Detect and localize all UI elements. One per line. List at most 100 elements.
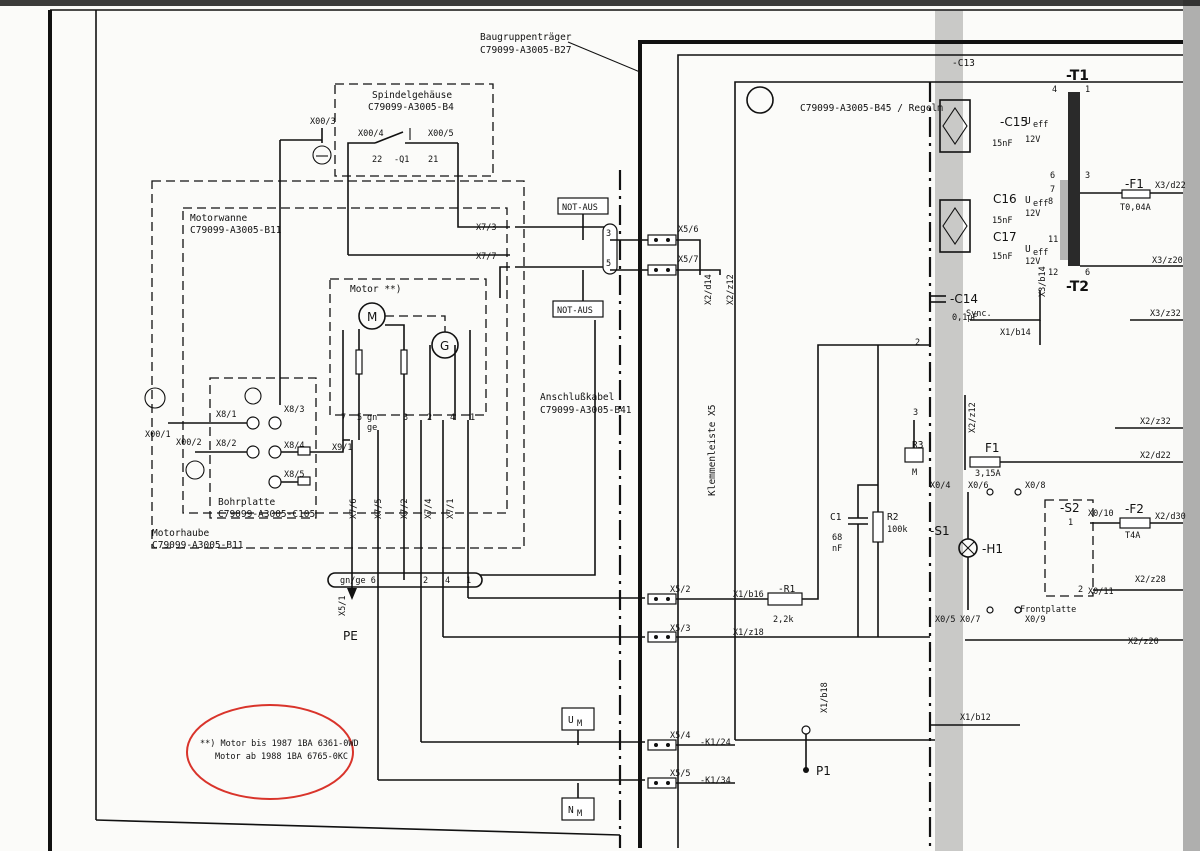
v12-label-2: 12V — [1025, 209, 1040, 219]
ground-symbol-2 — [244, 387, 262, 405]
t-pin-11: 11 — [1048, 235, 1058, 245]
wire-label-5: 5 — [357, 413, 362, 423]
board-title: C79099-A3005-B45 / Regelm — [800, 103, 943, 114]
ueff-sub-3: eff — [1033, 248, 1048, 258]
terminal-x0-7 — [986, 606, 994, 614]
ueff-sub-2: eff — [1033, 199, 1048, 209]
s2-frame — [1044, 499, 1094, 597]
motorhaube-title: Motorhaube — [152, 528, 209, 539]
f1-value: 3,15A — [975, 469, 1001, 479]
label-x3-z20: X3/z20 — [1152, 256, 1183, 266]
wire-label-7: 7 — [341, 413, 346, 423]
carrier-inner-outline — [677, 54, 1183, 848]
p1-dot — [803, 767, 809, 773]
resistor-r3 — [904, 447, 924, 463]
rectifier-2 — [939, 199, 971, 253]
field-winding-1 — [355, 349, 363, 375]
f1b-label: -F1 — [1125, 177, 1144, 191]
t-pin-4: 4 — [1052, 85, 1057, 95]
s1-label: -S1 — [930, 524, 950, 538]
c17-value: 15nF — [992, 252, 1012, 262]
not-aus-cable — [602, 223, 618, 275]
label-x7-7: X7/7 — [476, 252, 496, 262]
f1b-value: T0,04A — [1120, 203, 1151, 213]
label-x0-8: X0/8 — [1025, 481, 1045, 491]
wire-x7-3 — [457, 143, 510, 228]
terminal-x8-2 — [246, 445, 260, 459]
t-pin-8: 8 — [1048, 197, 1053, 207]
spindle-frame — [334, 83, 494, 177]
r3-label: R3 — [912, 440, 923, 451]
label-x2-d14: X2/d14 — [704, 274, 714, 305]
not-aus-box-2 — [552, 300, 604, 318]
rectifier-1 — [939, 99, 971, 153]
label-x0-7: X0/7 — [960, 615, 980, 625]
c16-label: C16 — [993, 192, 1017, 206]
label-x3-b14: X3/b14 — [1038, 266, 1048, 297]
um-sub: M — [577, 719, 582, 729]
anschluss-code: C79099-A3005-B41 — [540, 405, 632, 416]
r3-pin-2: 2 — [915, 338, 920, 348]
pe-arrow — [347, 588, 357, 600]
label-x5-7: X5/7 — [678, 255, 698, 265]
label-x1-b16: X1/b16 — [733, 590, 764, 600]
anschluss-title: Anschlußkabel — [540, 392, 614, 403]
carrier-leader — [567, 41, 641, 73]
f1-label: F1 — [985, 441, 1000, 455]
spindle-title: Spindelgehäuse — [372, 90, 452, 101]
label-x0-9: X0/9 — [1025, 615, 1045, 625]
label-x8-4: X8/4 — [284, 441, 304, 451]
not-aus-label-1: NOT-AUS — [562, 203, 598, 213]
s2-pin-1: 1 — [1068, 518, 1073, 528]
c14-value: 0,1μF — [952, 313, 978, 323]
label-x5-4: X5/4 — [670, 731, 690, 741]
terminal-x8-1 — [246, 416, 260, 430]
note-line-1: **) Motor bis 1987 1BA 6361-0WD — [200, 739, 359, 749]
label-x5-6: X5/6 — [678, 225, 698, 235]
s2-label: -S2 — [1060, 501, 1080, 515]
label-x2-z28: X2/z28 — [1135, 575, 1166, 585]
ueff-label-1: U — [1025, 116, 1031, 127]
t-pin-7: 7 — [1050, 185, 1055, 195]
label-x1-z18: X1/z18 — [733, 628, 764, 638]
wire-motor-7 — [342, 330, 350, 441]
carrier-code: C79099-A3005-B27 — [480, 45, 572, 56]
wire-x7-7-lead — [499, 266, 510, 298]
wire-label-gn: gn — [367, 413, 377, 423]
wire-spindle-left — [347, 142, 375, 255]
c1-label: C1 — [830, 512, 842, 523]
ueff-sub-1: eff — [1033, 120, 1048, 130]
terminal-x8-4 — [268, 445, 282, 459]
wire-c1-top — [857, 484, 878, 518]
bohrplatte-code: C79099-A3005-C105 — [218, 509, 315, 520]
wire-label-4: 4 — [450, 413, 455, 423]
label-22: 22 — [372, 155, 382, 165]
label-x3-d22: X3/d22 — [1155, 181, 1186, 191]
wire-x5-7-out — [676, 269, 721, 275]
lamp-label: -H1 — [982, 542, 1003, 556]
spindle-code: C79099-A3005-B4 — [368, 102, 454, 113]
label-x00-5: X00/5 — [428, 129, 454, 139]
s2-pin-2: 2 — [1078, 585, 1083, 595]
label-bundle-4: 4 — [445, 576, 450, 586]
label-x7-1: X7/1 — [446, 499, 456, 519]
label-k1-24: -K1/24 — [700, 738, 731, 748]
c16-value: 15nF — [992, 216, 1012, 226]
fuse-f1 — [969, 456, 1001, 468]
cable-bundle — [327, 572, 483, 588]
scan-right-edge — [1183, 0, 1200, 851]
label-x5-3: X5/3 — [670, 624, 690, 634]
ground-symbol-3 — [144, 387, 166, 409]
note-circle — [186, 704, 354, 800]
wire-label-ge: ge — [367, 423, 377, 433]
r1-value: 2,2k — [773, 615, 793, 625]
label-x00-1: X00/1 — [145, 430, 171, 440]
transformer-core — [1068, 92, 1080, 266]
label-x0-10: X0/10 — [1088, 509, 1114, 519]
terminal-x5-2 — [647, 593, 677, 605]
terminal-x5-6 — [647, 234, 677, 246]
rectifier-2-diamond — [942, 207, 968, 245]
klemmenleiste-label: Klemmenleiste X5 — [707, 404, 718, 496]
label-x5-2: X5/2 — [670, 585, 690, 595]
um-label: U — [568, 715, 574, 726]
